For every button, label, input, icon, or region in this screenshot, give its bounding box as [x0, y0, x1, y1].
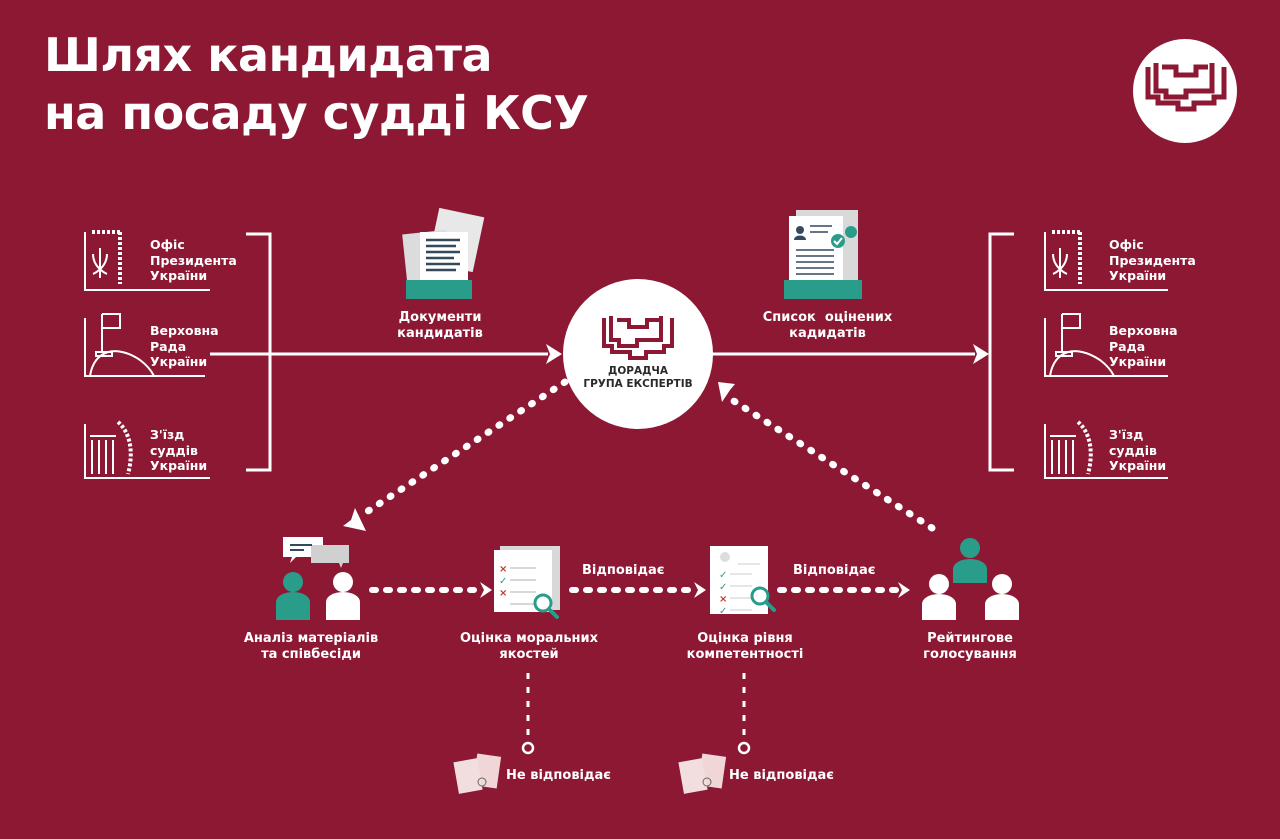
right-bracket: [712, 232, 1014, 472]
step-voting-label: Рейтингове голосування: [905, 631, 1035, 663]
institution-office-president-left: Офіс Президента України: [150, 237, 237, 284]
label-line: Президента: [1109, 252, 1196, 268]
svg-text:✓: ✓: [499, 576, 507, 587]
label-line: Рада: [1109, 338, 1146, 354]
label-line: суддів: [150, 442, 198, 458]
label-line: Документи: [398, 310, 482, 325]
institution-verkhovna-rada-right: Верховна Рада України: [1109, 323, 1178, 370]
fits-label-1: Відповідає: [582, 563, 665, 578]
step-analysis-label: Аналіз матеріалів та співбесіди: [226, 631, 396, 663]
label-line: Рейтингове: [927, 631, 1013, 646]
step-moral-label: Оцінка моральних якостей: [440, 631, 618, 663]
label-line: Верховна: [1109, 323, 1178, 338]
institution-office-president-right: Офіс Президента України: [1109, 237, 1196, 284]
institution-judges-congress-right: З'їзд суддів України: [1109, 427, 1166, 474]
not-fit-node-2: [737, 741, 751, 755]
column-wheat-icon: [84, 420, 210, 479]
approved-list-icon: [784, 210, 862, 299]
svg-text:✓: ✓: [719, 582, 727, 593]
label-line: України: [150, 458, 208, 473]
svg-text:×: ×: [499, 588, 507, 599]
arrow-to-hub: [546, 344, 562, 364]
label-line: Офіс: [1109, 237, 1144, 252]
label-line: Президента: [150, 252, 237, 268]
label-line: ДОРАДЧА: [607, 365, 669, 377]
institution-verkhovna-rada-left: Верховна Рада України: [150, 323, 219, 370]
step-competence-label: Оцінка рівня компетентності: [670, 631, 820, 663]
label-line: З'їзд: [1109, 427, 1144, 442]
svg-text:×: ×: [719, 594, 727, 605]
label-line: якостей: [499, 647, 559, 662]
not-fit-label-2: Не відповідає: [729, 768, 834, 783]
label-line: Аналіз матеріалів: [243, 631, 379, 646]
label-line: суддів: [1109, 442, 1157, 458]
label-line: Оцінка моральних: [459, 631, 599, 646]
parliament-dome-icon: [84, 313, 205, 377]
label-line: України: [1109, 458, 1167, 473]
label-line: та співбесіди: [261, 647, 361, 662]
label-line: Рада: [150, 338, 187, 354]
label-line: кандидатів: [397, 326, 483, 341]
svg-text:×: ×: [499, 564, 507, 575]
rejected-documents-icon: [453, 753, 502, 794]
arrow-head-voting: [898, 582, 910, 598]
documents-tray-icon: [402, 207, 485, 299]
trident-rope-icon: [1044, 230, 1168, 291]
title-line-2: на посаду судді КСУ: [44, 86, 589, 140]
title-line-1: Шлях кандидата: [44, 28, 493, 82]
moral-check-icon: × ✓ ×: [494, 546, 560, 619]
arrow-head-hub: [718, 382, 735, 402]
svg-text:✓: ✓: [719, 570, 727, 581]
arrow-head-analysis: [343, 508, 366, 531]
documents-label: Документи кандидатів: [370, 310, 510, 342]
trident-rope-icon: [84, 230, 210, 291]
arrow-head-moral: [480, 582, 492, 598]
fits-label-2: Відповідає: [793, 563, 876, 578]
label-line: компетентності: [686, 647, 804, 662]
hub-label: ДОРАДЧА ГРУПА ЕКСПЕРТІВ: [563, 365, 713, 391]
label-line: ГРУПА ЕКСПЕРТІВ: [583, 378, 693, 390]
expert-group-hub: [563, 279, 713, 429]
parliament-dome-icon: [1044, 313, 1168, 377]
institution-judges-congress-left: З'їзд суддів України: [150, 427, 207, 474]
arrow-to-institutions: [973, 344, 989, 364]
not-fit-label-1: Не відповідає: [506, 768, 611, 783]
page-title: Шлях кандидата на посаду судді КСУ: [44, 26, 589, 142]
label-line: Оцінка рівня: [697, 631, 793, 646]
competence-check-icon: ✓ ✓ × ✓: [710, 546, 776, 617]
label-line: З'їзд: [150, 427, 185, 442]
label-line: Верховна: [150, 323, 219, 338]
label-line: України: [150, 354, 208, 369]
dotted-arrow-hub-to-analysis: [358, 378, 569, 519]
voting-people-icon: [922, 538, 1019, 620]
column-wheat-icon: [1044, 420, 1168, 479]
left-bracket: [210, 232, 548, 472]
label-line: України: [150, 268, 208, 283]
label-line: Офіс: [150, 237, 185, 252]
dialogue-people-icon: [276, 537, 360, 620]
svg-text:✓: ✓: [719, 606, 727, 617]
arrow-head-competence: [694, 582, 706, 598]
not-fit-node-1: [521, 741, 535, 755]
rejected-documents-icon: [678, 753, 727, 794]
label-line: кадидатів: [789, 326, 866, 341]
label-line: Список оцінених: [762, 310, 893, 325]
dotted-arrow-voting-to-hub: [722, 392, 936, 532]
book-logo-icon: [1133, 39, 1237, 143]
evaluated-list-label: Список оцінених кадидатів: [745, 310, 910, 342]
label-line: голосування: [923, 647, 1017, 662]
label-line: України: [1109, 268, 1167, 283]
label-line: України: [1109, 354, 1167, 369]
